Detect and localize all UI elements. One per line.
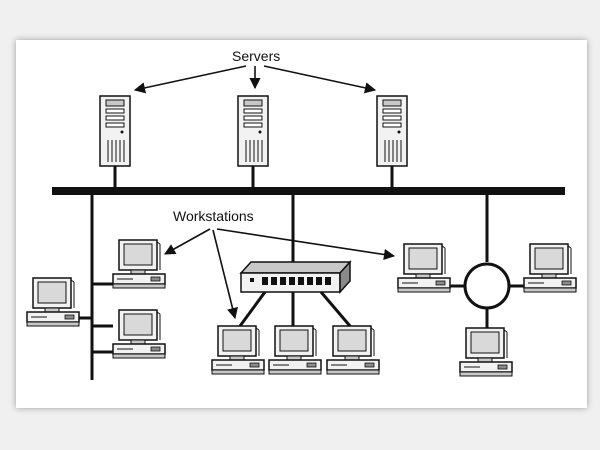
servers-arrows <box>133 65 377 94</box>
workstation-ring-bottom <box>459 327 513 377</box>
server-2 <box>237 95 269 167</box>
workstation-hub-1 <box>211 325 265 375</box>
workstation-left-edge <box>26 277 80 327</box>
left-segment <box>79 191 113 380</box>
hub-links <box>238 191 352 327</box>
server-links <box>113 166 394 191</box>
workstations-label: Workstations <box>173 208 254 224</box>
workstations-arrows <box>164 228 396 320</box>
workstation-hub-3 <box>326 325 380 375</box>
ring-links <box>450 191 526 328</box>
servers-label: Servers <box>232 48 280 64</box>
workstation-hub-2 <box>268 325 322 375</box>
workstation-bus-lower <box>112 309 166 359</box>
server-1 <box>99 95 131 167</box>
workstation-ring-right <box>523 243 577 293</box>
ring-concentrator <box>463 262 511 310</box>
workstation-ring-left <box>397 243 451 293</box>
workstation-bus-upper <box>112 239 166 289</box>
server-3 <box>376 95 408 167</box>
hub <box>239 260 352 294</box>
